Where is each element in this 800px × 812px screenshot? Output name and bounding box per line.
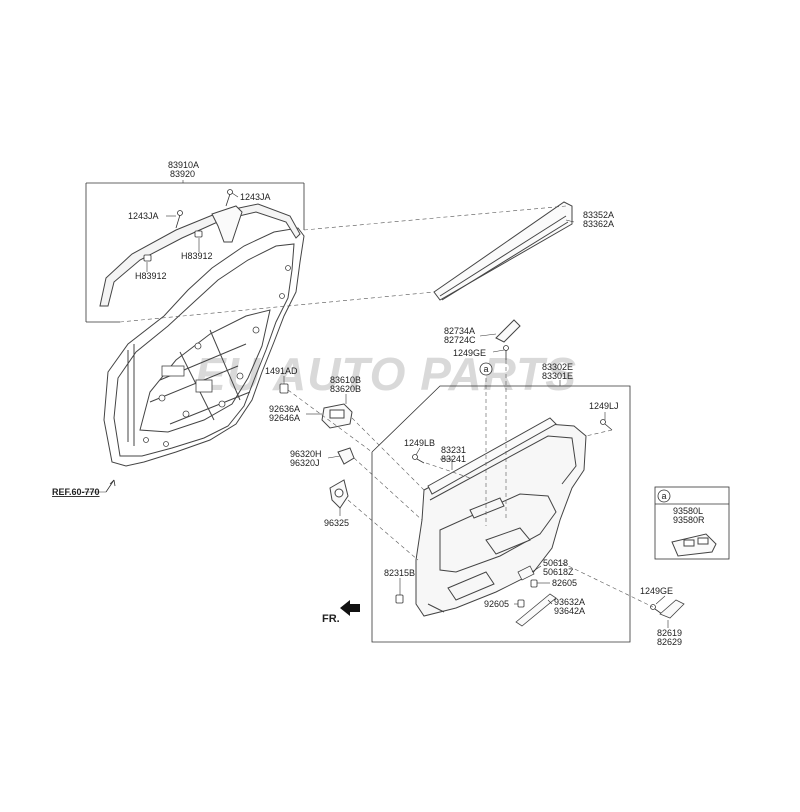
label-83302e: 83302E xyxy=(542,362,573,372)
label-93580l: 93580L xyxy=(673,506,703,516)
label-1249ge-top: 1249GE xyxy=(453,348,486,358)
label-1243ja-left: 1243JA xyxy=(128,211,159,221)
label-1243ja-right: 1243JA xyxy=(240,192,271,202)
cover-50618 xyxy=(517,565,535,581)
corner-trim-bracket xyxy=(211,205,243,243)
speaker-grille-96325 xyxy=(329,479,349,509)
clip-92605 xyxy=(517,599,525,608)
power-window-switch-93580l xyxy=(671,533,717,557)
label-96320j: 96320J xyxy=(290,458,320,468)
label-82629: 82629 xyxy=(657,637,682,647)
label-92605: 92605 xyxy=(484,599,509,609)
label-50618: 50618 xyxy=(543,558,568,568)
label-82734a: 82734A xyxy=(444,326,475,336)
label-1491ad: 1491AD xyxy=(265,366,298,376)
label-83610b: 83610B xyxy=(330,375,361,385)
svg-text:a: a xyxy=(483,364,488,374)
label-92646a: 92646A xyxy=(269,413,300,423)
door-weatherstrip xyxy=(99,203,301,307)
door-handle-83610b xyxy=(321,403,353,429)
label-83241: 83241 xyxy=(441,454,466,464)
label-83231: 83231 xyxy=(441,445,466,455)
label-83620b: 83620B xyxy=(330,384,361,394)
label-83910a: 83910A xyxy=(168,160,199,170)
reference-label: REF.60-770 xyxy=(52,487,100,497)
label-83920: 83920 xyxy=(170,169,195,179)
label-83362a: 83362A xyxy=(583,219,614,229)
trim-piece-82619 xyxy=(659,599,685,619)
belt-moulding-83352a xyxy=(433,201,573,301)
clip-82315b xyxy=(395,594,404,604)
clip-h83912-upper xyxy=(194,230,203,238)
label-1249ge-bottom: 1249GE xyxy=(640,586,673,596)
clip-1491ad xyxy=(279,383,289,394)
label-83352a: 83352A xyxy=(583,210,614,220)
group-box-weatherstrip xyxy=(85,182,305,323)
label-h83912-upper: H83912 xyxy=(181,251,213,261)
label-96325: 96325 xyxy=(324,518,349,528)
trim-upper-garnish-83231 xyxy=(427,417,557,495)
callout-a-marker: a xyxy=(479,362,493,376)
screw-1249ge-bottom xyxy=(650,604,663,615)
front-label: FR. xyxy=(322,613,340,625)
tweeter-96320h xyxy=(337,447,355,465)
label-1249lj: 1249LJ xyxy=(589,401,619,411)
label-50618z: 50618Z xyxy=(543,567,574,577)
door-panel-holes xyxy=(143,265,291,447)
label-82619: 82619 xyxy=(657,628,682,638)
label-82605: 82605 xyxy=(552,578,577,588)
label-1249lb: 1249LB xyxy=(404,438,435,448)
label-83301e: 83301E xyxy=(542,371,573,381)
screw-1243ja-left xyxy=(175,210,183,229)
screw-1249ge-top xyxy=(503,345,509,360)
label-93580r: 93580R xyxy=(673,515,705,525)
screw-1243ja-right xyxy=(225,189,233,207)
group-box-door-trim xyxy=(371,385,631,643)
screw-1249lj xyxy=(600,419,613,431)
reference-arrow-icon xyxy=(105,479,116,493)
label-93632a: 93632A xyxy=(554,597,585,607)
part-labels: 83910A 83920 1243JA 1243JA H83912 H83912… xyxy=(52,160,705,647)
pad-82734a xyxy=(495,319,521,343)
label-82724c: 82724C xyxy=(444,335,476,345)
leader-lines xyxy=(82,180,669,628)
clip-h83912-lower xyxy=(143,254,152,262)
group-box-switch-callout xyxy=(654,486,730,560)
front-arrow-icon xyxy=(340,600,360,616)
lamp-93632a xyxy=(515,593,557,627)
watermark-text: EU AUTO PARTS xyxy=(195,348,577,400)
label-96320h: 96320H xyxy=(290,449,322,459)
screw-1249lb xyxy=(412,454,425,464)
label-92636a: 92636A xyxy=(269,404,300,414)
label-h83912-lower: H83912 xyxy=(135,271,167,281)
callout-a-box-marker: a xyxy=(657,489,671,503)
dashed-assembly-lines xyxy=(119,205,654,608)
label-93642a: 93642A xyxy=(554,606,585,616)
svg-text:a: a xyxy=(661,491,666,501)
clip-82605 xyxy=(530,579,538,588)
label-82315b: 82315B xyxy=(384,568,415,578)
